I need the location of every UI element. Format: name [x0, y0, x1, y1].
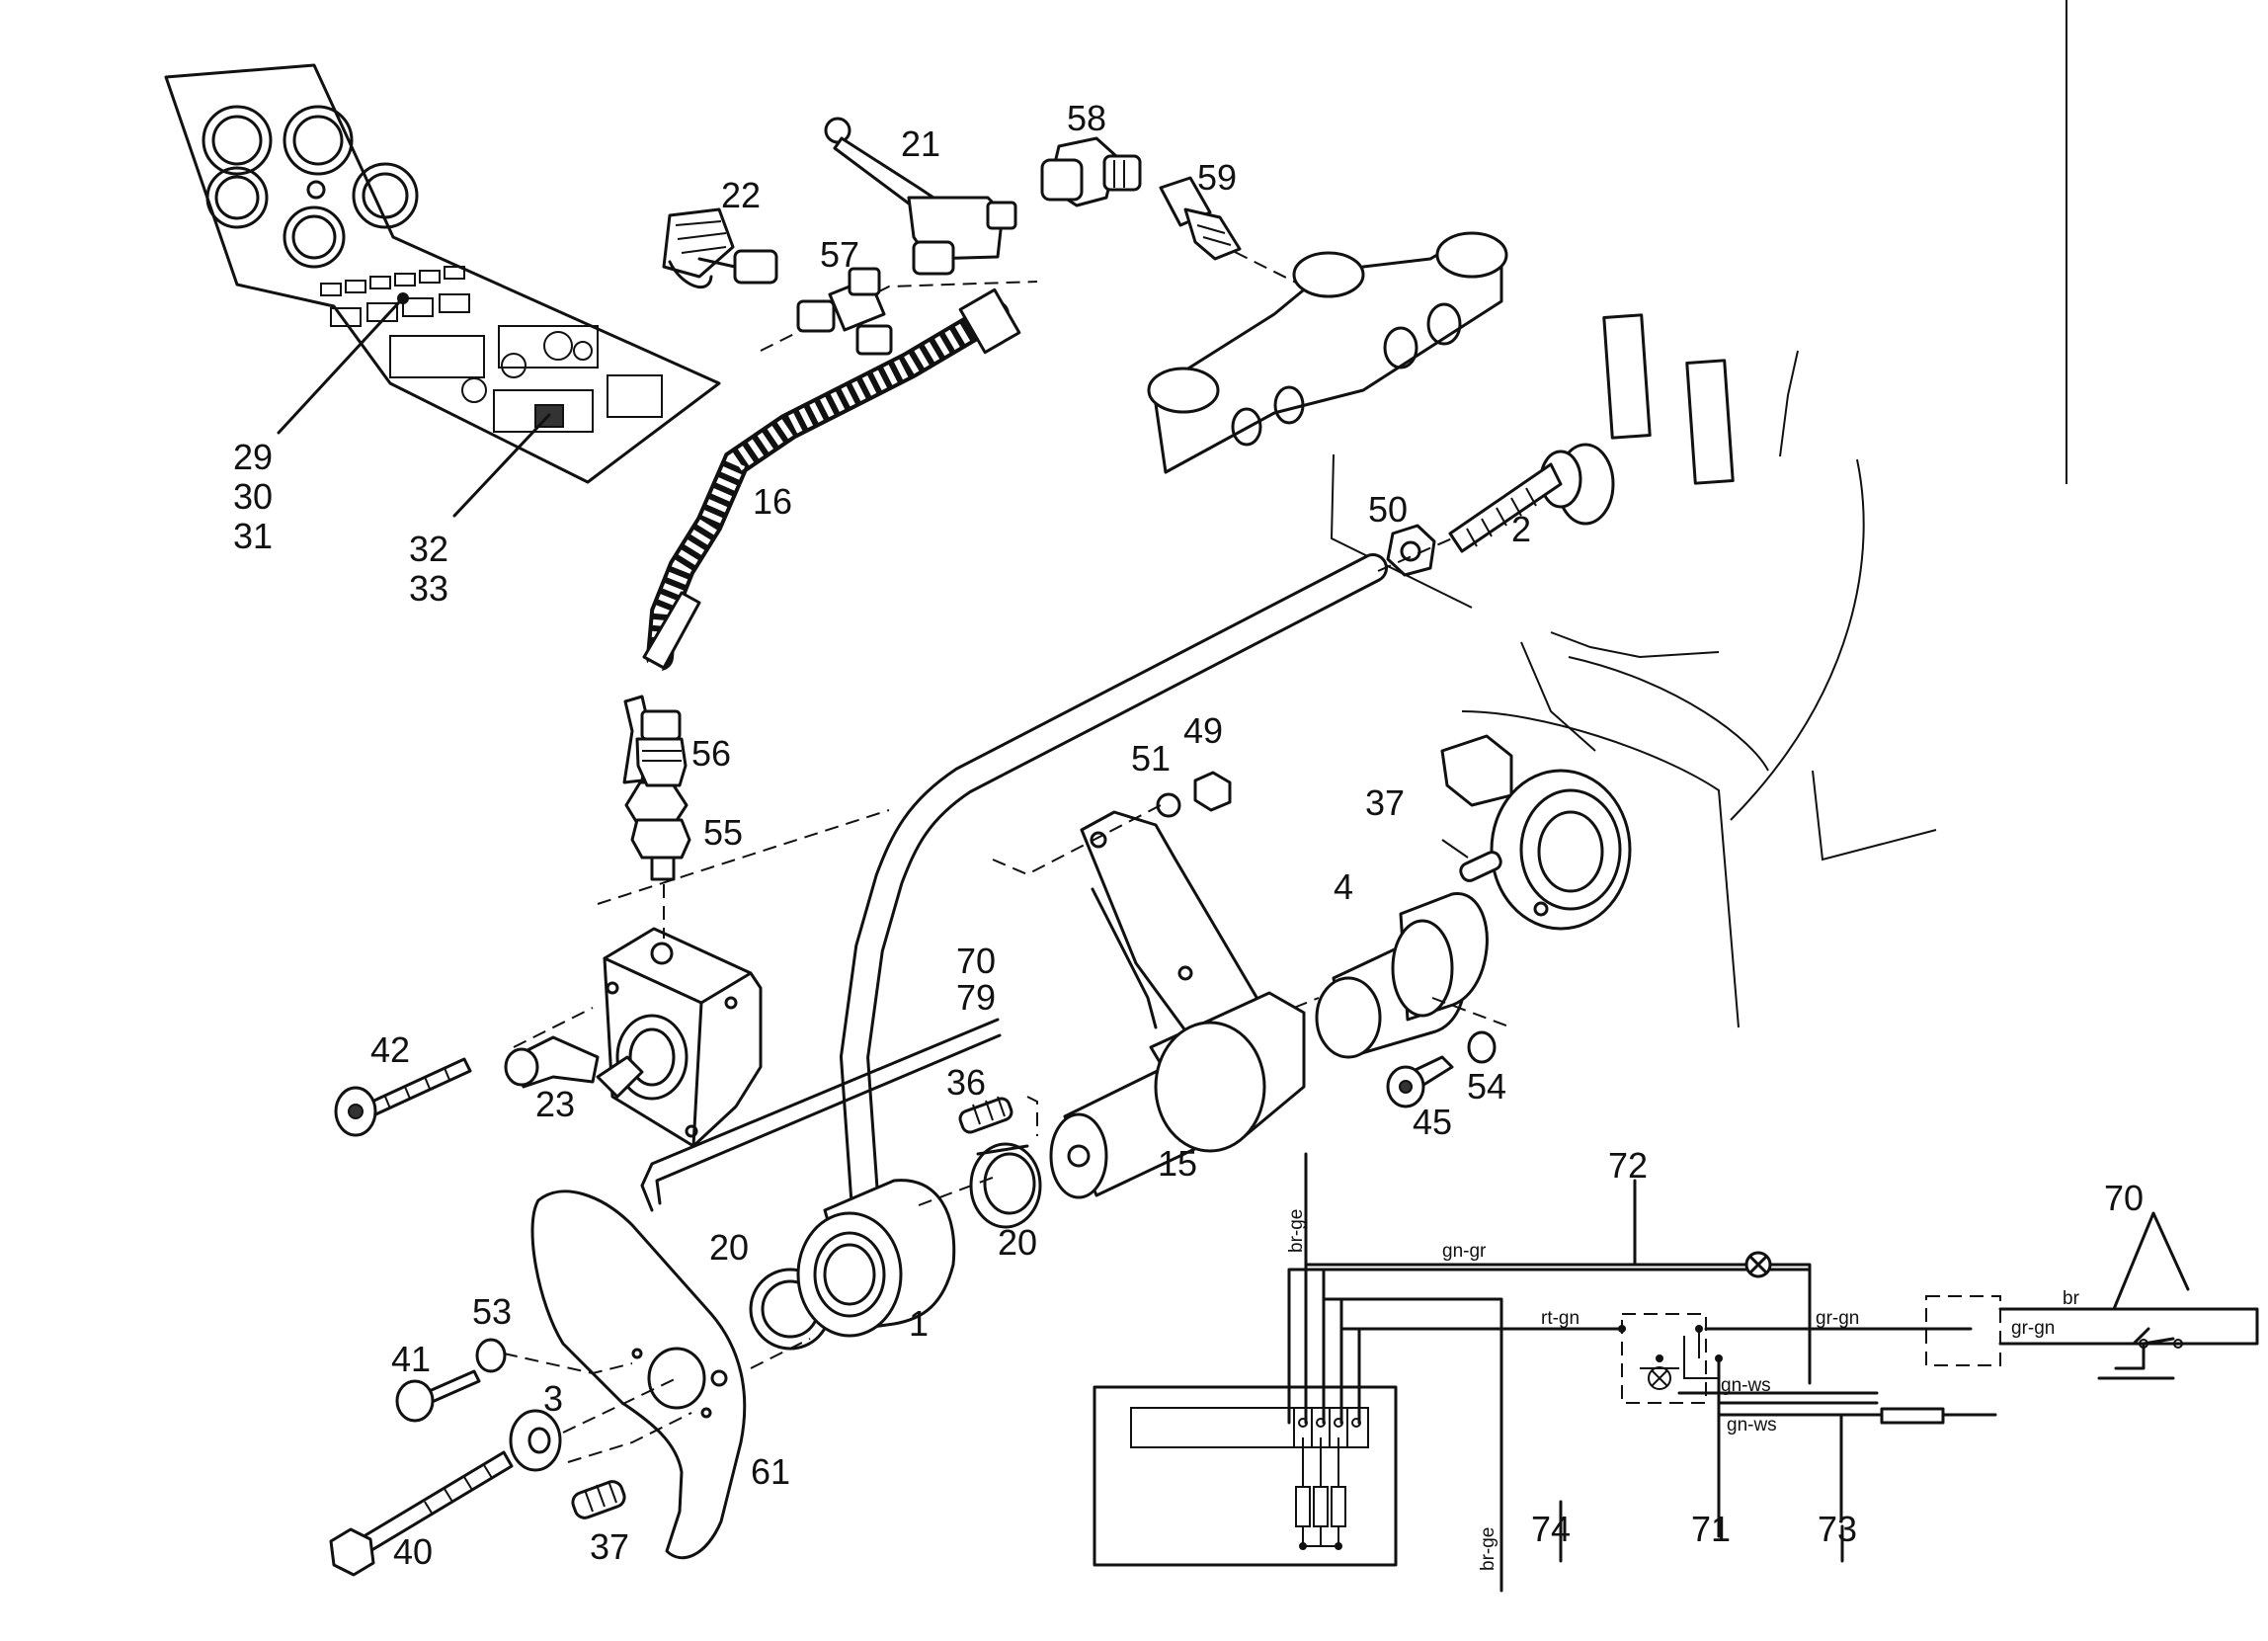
callout-15: 15: [1158, 1143, 1197, 1184]
callout-37-top: 37: [1365, 782, 1405, 823]
washer-51: [1156, 792, 1181, 818]
shutoff-valve-21: [824, 117, 1017, 276]
callout-4: 4: [1334, 866, 1353, 907]
wire-ref-73: 73: [1818, 1509, 1857, 1549]
callout-16: 16: [753, 481, 792, 522]
wire-ref-71: 71: [1691, 1509, 1731, 1549]
valve-connection-dashline: [513, 809, 890, 1048]
pipe-70-79-inner: [655, 1033, 1002, 1205]
instrument-panel: [164, 63, 721, 518]
washer-54: [1467, 1030, 1497, 1064]
callout-42: 42: [370, 1029, 410, 1070]
callout-23: 23: [535, 1084, 575, 1124]
roll-pin-37-bottom: [571, 1480, 626, 1519]
callout-53: 53: [472, 1291, 512, 1332]
control-valve-23: [504, 1014, 688, 1101]
washer-dashline: [562, 1377, 692, 1463]
callout-40: 40: [393, 1531, 433, 1572]
washer-53: [475, 1338, 507, 1373]
wire-label-br-ge-bottom: br-ge: [1478, 1527, 1498, 1571]
screw-41: [395, 1369, 481, 1423]
callout-32: 32: [409, 529, 448, 569]
callout-54: 54: [1467, 1066, 1506, 1107]
wiring-labels: 72 70 74 71 73 br-ge gn-gr rt-gn gr-gn g…: [1286, 1145, 2144, 1571]
callout-37-bottom: 37: [590, 1526, 629, 1567]
wire-label-br-ge-top: br-ge: [1286, 1209, 1307, 1253]
callout-31: 31: [233, 516, 273, 556]
shaft-housing-15: [1049, 991, 1306, 1199]
callout-57: 57: [820, 234, 859, 275]
control-unit-box: [1093, 1385, 1398, 1567]
washer-3: [509, 1409, 562, 1472]
callout-61: 61: [751, 1451, 790, 1492]
plug-55: [630, 818, 691, 881]
callout-22: 22: [721, 175, 761, 215]
wire-label-gn-gr: gn-gr: [1442, 1241, 1487, 1262]
callout-79: 79: [956, 977, 996, 1018]
adjusting-bolt-2: [1448, 443, 1615, 553]
union-connection-dashline: [1234, 251, 1305, 287]
roll-pin-37-top: [1441, 839, 1502, 882]
callout-1: 1: [909, 1303, 929, 1344]
callout-3: 3: [543, 1378, 563, 1419]
terminal-strip: [1130, 1407, 1369, 1448]
wiring-schematic: [1093, 1152, 2259, 1593]
callout-29: 29: [233, 437, 273, 477]
union-fitting-59: [1159, 176, 1242, 261]
callout-20-left: 20: [709, 1227, 749, 1268]
lever-plate-61: [530, 1190, 747, 1560]
wire-label-gr-gn: gr-gn: [1816, 1308, 1859, 1329]
callout-33: 33: [409, 568, 448, 609]
pin-dashline: [1026, 1096, 1038, 1136]
socket-bolt-45: [1386, 1055, 1454, 1108]
cylinder-4: [1315, 892, 1489, 1059]
socket-bolt-42: [334, 1057, 472, 1137]
callout-58: 58: [1067, 98, 1106, 138]
callout-59: 59: [1197, 157, 1237, 198]
hex-bolt-40: [329, 1450, 514, 1577]
hose-fitting-22: [662, 207, 778, 289]
rod-connection-dashline: [1377, 537, 1453, 572]
tee-connector-57: [796, 267, 893, 356]
hub-dashline: [750, 1175, 999, 1369]
nipple-56: [635, 709, 688, 787]
callout-51: 51: [1131, 738, 1171, 779]
elbow-fitting-58: [1040, 136, 1142, 207]
callout-labels: 29 30 31 32 33 16 21 22 57 58 59 50 2 56…: [233, 98, 1531, 1572]
vehicle-background-outline: [1330, 0, 2067, 1028]
wire-label-gn-ws-1: gn-ws: [1721, 1375, 1771, 1396]
callout-2: 2: [1511, 509, 1531, 549]
screw-dashline: [503, 1353, 633, 1375]
wire-ref-70: 70: [2104, 1178, 2144, 1218]
bushing-20-right: [969, 1142, 1042, 1229]
wire-ref-72: 72: [1608, 1145, 1648, 1186]
pin-36: [958, 1096, 1013, 1134]
callout-70: 70: [956, 941, 996, 981]
callout-49: 49: [1183, 710, 1223, 751]
wire-label-gr-gn-2: gr-gn: [2011, 1318, 2055, 1339]
wire-label-br: br: [2063, 1288, 2080, 1309]
callout-30: 30: [233, 476, 273, 517]
drive-hub: [1440, 734, 1632, 931]
wire-ref-74: 74: [1531, 1509, 1571, 1549]
wire-label-gn-ws-2: gn-ws: [1727, 1415, 1777, 1436]
callout-55: 55: [703, 812, 743, 853]
nut-49: [1193, 771, 1232, 812]
callout-50: 50: [1368, 489, 1408, 530]
lever-hub-1: [796, 1179, 956, 1338]
callout-36: 36: [946, 1062, 986, 1103]
plate-connection-dashline: [992, 804, 1162, 876]
callout-45: 45: [1413, 1102, 1452, 1142]
control-rod: [839, 553, 1388, 1210]
wire-label-rt-gn: rt-gn: [1541, 1308, 1580, 1329]
cylinder-dashline: [1293, 997, 1512, 1028]
callout-41: 41: [391, 1339, 431, 1379]
mounting-bracket: [1147, 231, 1508, 474]
pipe-70-79: [640, 1018, 1000, 1212]
callout-56: 56: [691, 733, 731, 774]
callout-20-right: 20: [998, 1222, 1037, 1263]
callout-21: 21: [901, 123, 940, 164]
